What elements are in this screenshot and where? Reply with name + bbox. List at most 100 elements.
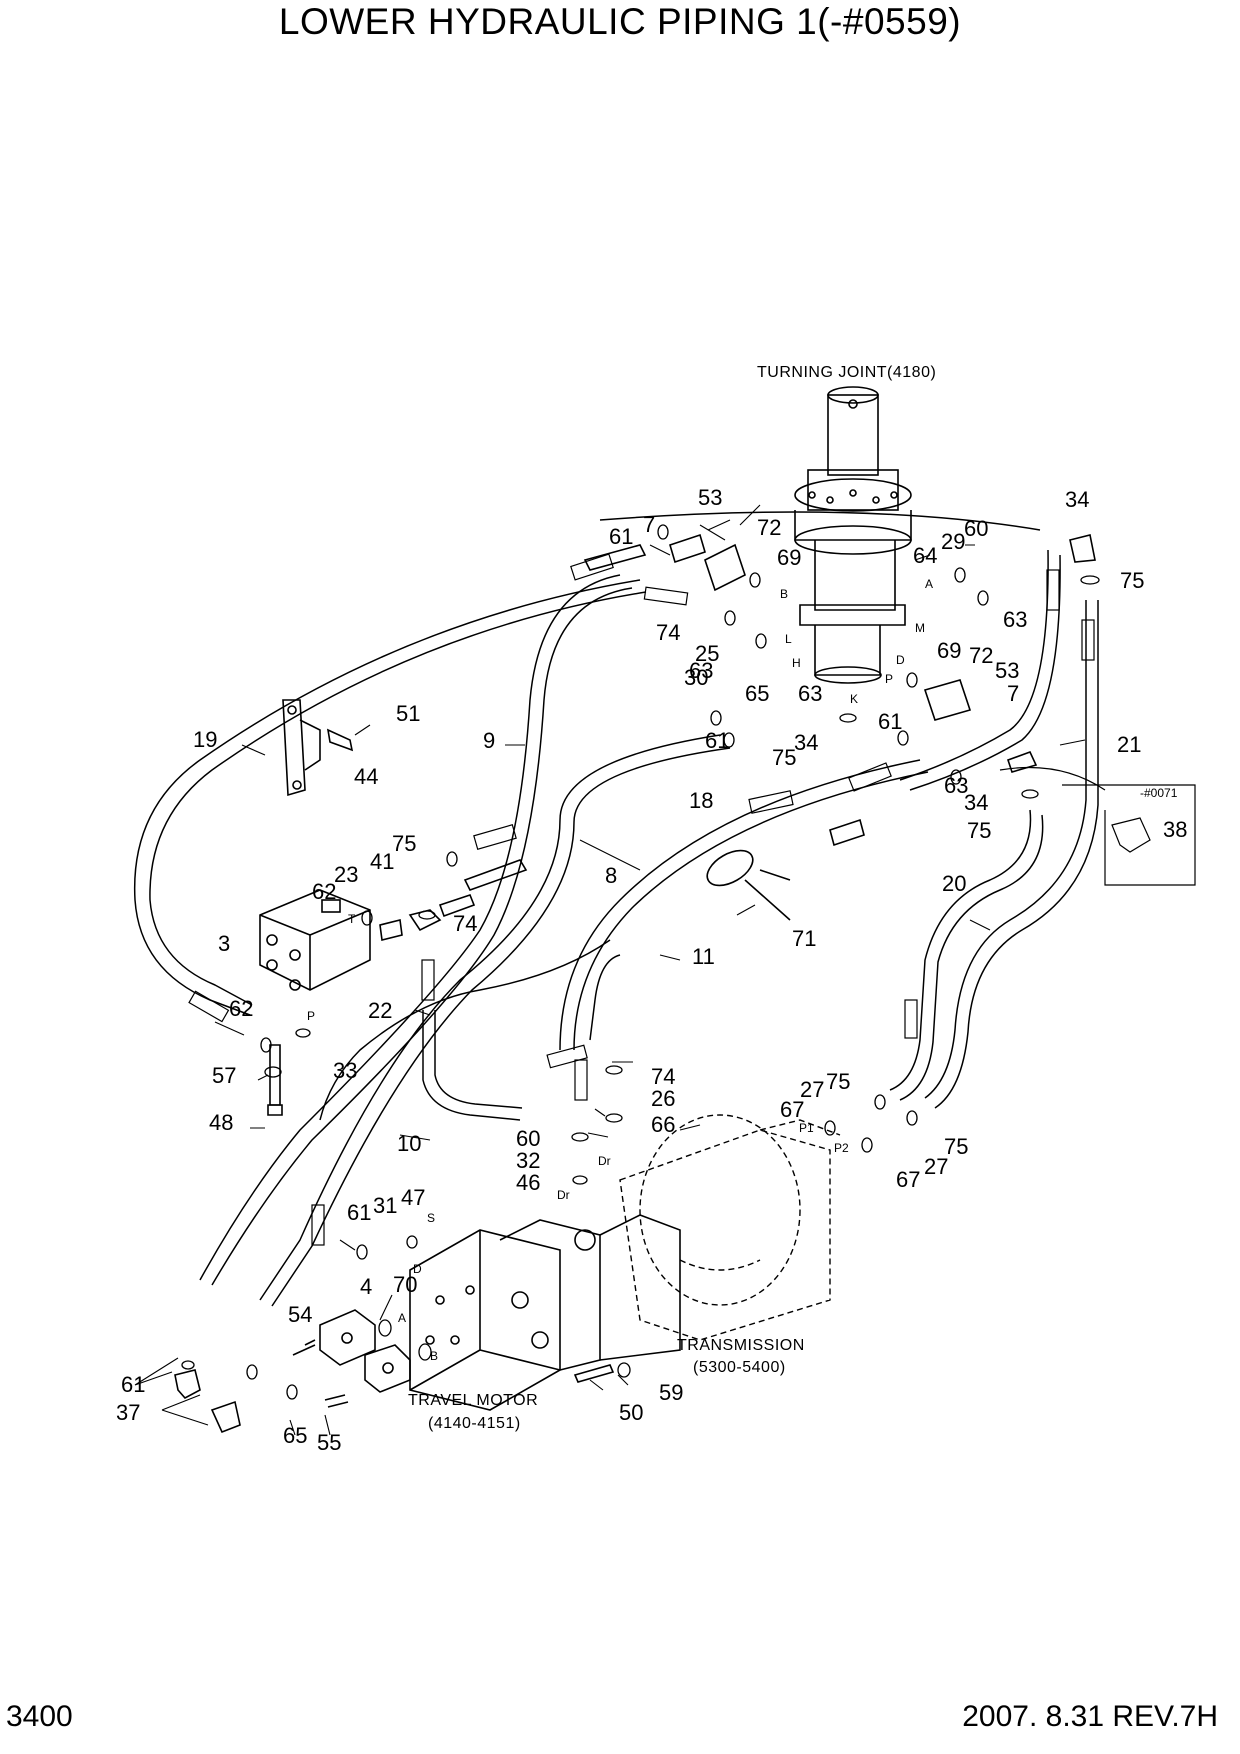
callout: 71 <box>792 926 816 951</box>
callout: 62 <box>312 879 336 904</box>
port-letter: H <box>792 656 801 670</box>
callout: 61 <box>878 709 902 734</box>
callout: 61 <box>705 728 729 753</box>
callout: 69 <box>937 638 961 663</box>
callout: 65 <box>745 681 769 706</box>
hose-sleeves <box>188 553 1095 1246</box>
callout: 65 <box>283 1423 307 1448</box>
callout: 74 <box>651 1064 675 1089</box>
callout: 34 <box>1065 487 1089 512</box>
callout: 8 <box>605 863 617 888</box>
callout: 41 <box>370 849 394 874</box>
callout: 75 <box>944 1134 968 1159</box>
callout: 60 <box>516 1126 540 1151</box>
callout: 50 <box>619 1400 643 1425</box>
elbow-fittings <box>174 1369 241 1434</box>
port-letter: A <box>398 1311 406 1325</box>
callout: 31 <box>373 1193 397 1218</box>
valve-block <box>259 889 371 991</box>
callout: 75 <box>1120 568 1144 593</box>
callout: 27 <box>800 1077 824 1102</box>
port-letter: B <box>430 1349 438 1363</box>
callout: 75 <box>392 831 416 856</box>
callout: 63 <box>798 681 822 706</box>
callout: 22 <box>368 998 392 1023</box>
callout: 67 <box>780 1097 804 1122</box>
callout: 29 <box>941 529 965 554</box>
port-letter: D <box>413 1262 422 1276</box>
callout: 69 <box>777 545 801 570</box>
hoses <box>133 511 1099 1307</box>
callout: 48 <box>209 1110 233 1135</box>
callout: 23 <box>334 862 358 887</box>
bolts <box>267 1044 615 1408</box>
leader-lines <box>134 504 1086 1436</box>
callout: 61 <box>347 1200 371 1225</box>
callout: 61 <box>121 1372 145 1397</box>
callout: 54 <box>288 1302 312 1327</box>
callout: 34 <box>964 790 988 815</box>
callout: 63 <box>944 773 968 798</box>
callout: 74 <box>656 620 680 645</box>
callout: 72 <box>969 643 993 668</box>
callout: 75 <box>826 1069 850 1094</box>
callout: 20 <box>942 871 966 896</box>
callout: 75 <box>772 745 796 770</box>
travel-motor-caption-2: (4140-4151) <box>428 1415 521 1432</box>
travel-motor-caption-1: TRAVEL MOTOR <box>408 1392 538 1409</box>
turning-joint <box>794 386 912 684</box>
transmission-caption-1: TRANSMISSION <box>677 1337 805 1354</box>
callout: 7 <box>1007 681 1019 706</box>
callout: 55 <box>317 1430 341 1455</box>
port-letters: A B M D H K L P T P P1 P2 Dr Dr S A B D <box>307 577 933 1363</box>
callout: 51 <box>396 701 420 726</box>
flange-adaptors <box>704 543 972 721</box>
o-rings <box>181 524 1100 1400</box>
port-letter: P1 <box>799 1121 814 1135</box>
callout: 19 <box>193 727 217 752</box>
page-title: LOWER HYDRAULIC PIPING 1(-#0559) <box>278 1 962 42</box>
callout: 18 <box>689 788 713 813</box>
callout: 66 <box>651 1112 675 1137</box>
port-letter: K <box>850 692 858 706</box>
callout: 61 <box>609 524 633 549</box>
port-letter: D <box>896 653 905 667</box>
callout: 72 <box>757 515 781 540</box>
port-letter: M <box>915 621 925 635</box>
callout: 37 <box>116 1400 140 1425</box>
callout: 60 <box>964 516 988 541</box>
callout: 44 <box>354 764 378 789</box>
callout: 9 <box>483 728 495 753</box>
callout: 26 <box>651 1086 675 1111</box>
callout: 53 <box>995 658 1019 683</box>
transmission-caption-2: (5300-5400) <box>693 1359 786 1376</box>
callout: 47 <box>401 1185 425 1210</box>
port-letter: Dr <box>557 1188 570 1202</box>
detail-box <box>999 766 1196 886</box>
callout: 33 <box>333 1058 357 1083</box>
port-letter: P2 <box>834 1141 849 1155</box>
port-letter: P <box>307 1009 315 1023</box>
callout: 46 <box>516 1170 540 1195</box>
callout: 67 <box>896 1167 920 1192</box>
travel-motor <box>409 1214 681 1411</box>
port-letter: L <box>785 632 792 646</box>
callout: 63 <box>689 658 713 683</box>
callout: 4 <box>360 1274 372 1299</box>
split-flanges <box>319 1309 411 1393</box>
callout: 21 <box>1117 732 1141 757</box>
callout: 27 <box>924 1154 948 1179</box>
callout: 32 <box>516 1148 540 1173</box>
part-callouts: 53 7 72 61 69 34 29 60 75 64 63 74 25 63… <box>116 485 1187 1455</box>
callout: 38 <box>1163 817 1187 842</box>
callout: 75 <box>967 818 991 843</box>
port-letter: B <box>780 587 788 601</box>
callout: 64 <box>913 543 937 568</box>
callout: 34 <box>794 730 818 755</box>
callout: 10 <box>397 1131 421 1156</box>
port-letter: A <box>925 577 933 591</box>
port-letter: P <box>885 672 893 686</box>
callout: 74 <box>453 911 477 936</box>
port-letter: T <box>348 912 356 926</box>
